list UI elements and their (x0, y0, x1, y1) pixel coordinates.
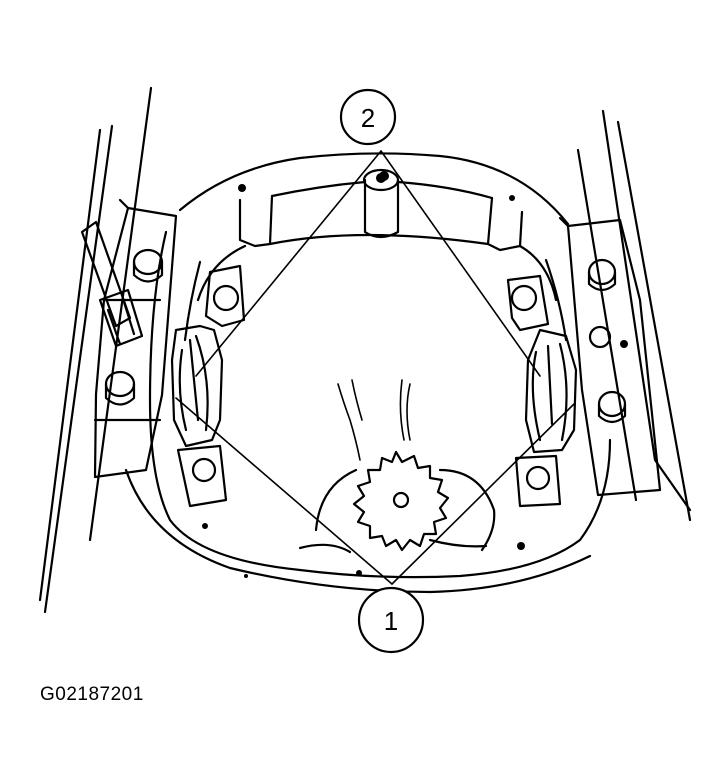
callout-1: 1 (357, 586, 425, 654)
figure-id: G02187201 (40, 684, 144, 705)
left-bearing-cap (170, 264, 246, 508)
right-mounting-bracket (558, 216, 662, 497)
left-mounting-bracket (93, 198, 178, 479)
frame-rails (38, 86, 692, 614)
callout-1-leaders (175, 397, 575, 585)
callout-2-circle (339, 88, 397, 146)
pinion-gear (298, 379, 496, 554)
callout-2-leaders (195, 150, 541, 377)
callout-2-label: 2 (361, 103, 375, 133)
breather-fitting (80, 220, 144, 348)
top-boss (362, 168, 400, 239)
callout-2: 2 (339, 88, 397, 146)
housing-flange (124, 152, 612, 594)
callout-1-label: 1 (384, 606, 398, 636)
right-bearing-cap (506, 274, 578, 508)
callout-1-circle (357, 586, 425, 654)
housing-cavity (183, 180, 568, 342)
